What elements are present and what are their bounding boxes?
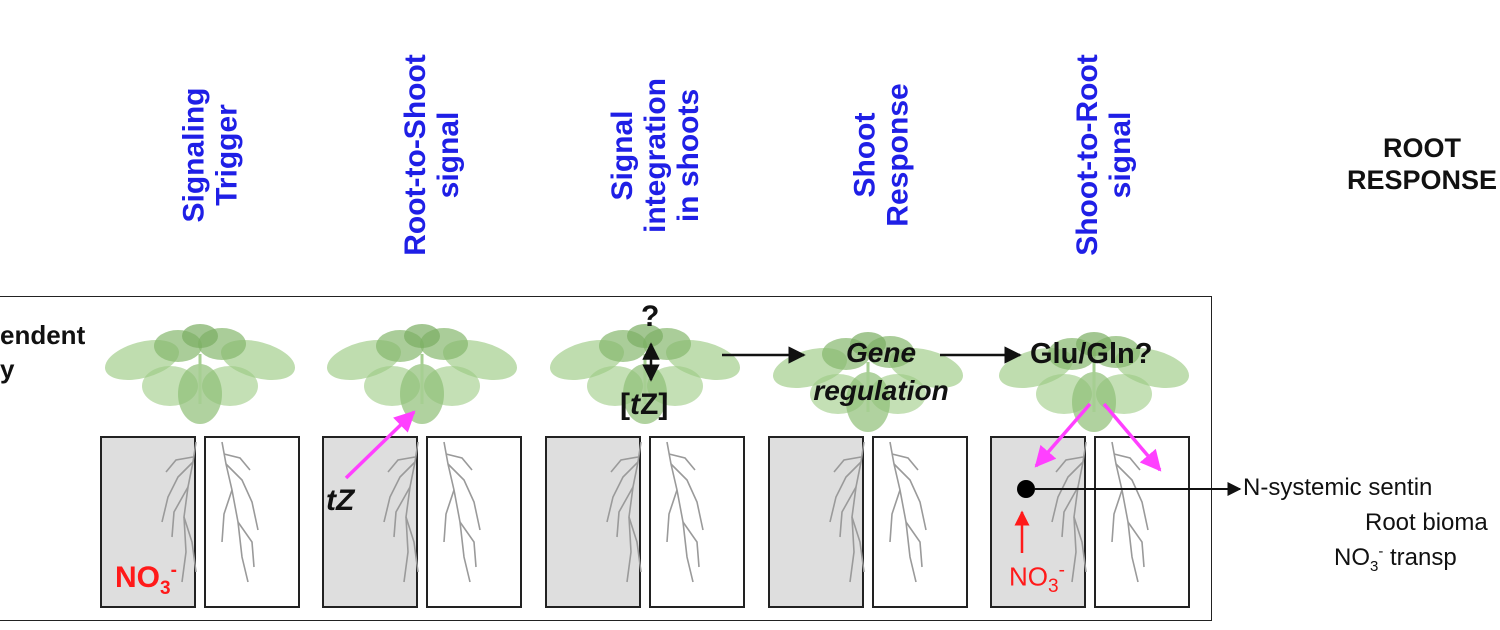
glu-gln-label: Glu/Gln? <box>1030 338 1153 370</box>
sentinel-line-1: N-systemic sentin <box>1243 474 1433 501</box>
pot-2-right <box>426 436 522 608</box>
no3-text: NO <box>1009 561 1048 592</box>
root-response-line: RESPONSE <box>1346 165 1498 195</box>
pot-3-left <box>545 436 641 608</box>
roots-left-4 <box>829 441 865 583</box>
pot-1-left <box>100 436 196 608</box>
tz-t: t <box>630 388 640 421</box>
plant-shoot-1 <box>99 322 301 426</box>
pathway-label-line: y <box>0 354 15 384</box>
gene-regulation-label: Gene regulation <box>788 334 974 410</box>
regulation-text: regulation <box>813 375 949 406</box>
root-response-title: ROOT RESPONSE <box>1312 132 1500 196</box>
pathway-label: endent y <box>0 318 85 386</box>
sentinel-no3: NO <box>1334 544 1370 571</box>
shoot-to-root-arrow-left <box>1034 402 1092 468</box>
no3-sup: - <box>1058 560 1065 581</box>
question-mark: ? <box>641 300 660 333</box>
roots-left-2 <box>383 441 419 583</box>
gene-text: Gene <box>845 337 917 368</box>
pot-1-right <box>204 436 300 608</box>
pot-4-right <box>872 436 968 608</box>
shoot-to-root-arrow-right <box>1102 402 1162 472</box>
no3-sup: - <box>170 560 177 581</box>
pathway-label-line: endent <box>0 320 86 350</box>
tz-transport-arrow <box>344 410 416 480</box>
tz-label-panel-2: tZ <box>326 484 355 517</box>
sentinel-no3-sub: 3 <box>1370 557 1379 575</box>
bracket-open: [ <box>620 388 630 421</box>
roots-right-1 <box>221 441 259 583</box>
sentinel-no3-sup: - <box>1378 543 1384 560</box>
tz-z: Z <box>640 388 659 421</box>
root-response-line: ROOT <box>1383 133 1461 163</box>
sentinel-line-2: Root bioma <box>1365 509 1488 536</box>
no3-label-panel-1: NO3- <box>115 560 177 600</box>
roots-left-3 <box>606 441 642 583</box>
tz-bracket-label: [tZ] <box>620 388 668 422</box>
no3-sub: 3 <box>160 578 171 599</box>
roots-right-4 <box>889 441 927 583</box>
sentinel-transp: transp <box>1383 544 1457 571</box>
bracket-close: ] <box>658 388 669 421</box>
roots-right-3 <box>666 441 704 583</box>
no3-text: NO <box>115 561 160 594</box>
pot-3-right <box>649 436 745 608</box>
pot-2-left <box>322 436 418 608</box>
pot-4-left <box>768 436 864 608</box>
plant-shoot-2 <box>321 322 523 426</box>
no3-sub: 3 <box>1048 575 1059 597</box>
sentinel-line-3: NO3- transp <box>1334 543 1457 575</box>
sensing-point <box>1017 480 1035 498</box>
roots-right-2 <box>443 441 481 583</box>
no3-label-panel-5: NO3- <box>1009 560 1065 598</box>
roots-right-5 <box>1111 441 1149 583</box>
